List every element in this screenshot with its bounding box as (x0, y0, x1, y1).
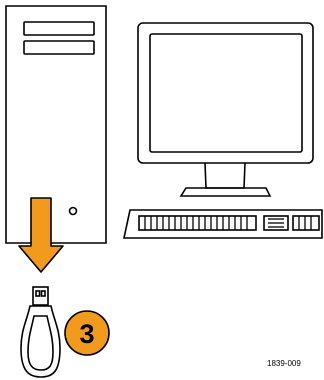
step-badge: 3 (65, 311, 109, 355)
arrow-down-icon (19, 198, 63, 272)
step-badge-number: 3 (79, 319, 94, 349)
figure-code: 1839-009 (267, 359, 301, 368)
usb-flash-drive-icon (21, 287, 60, 377)
computer-tower-icon (6, 6, 106, 243)
keyboard-icon (124, 210, 322, 238)
monitor-icon (138, 23, 313, 196)
